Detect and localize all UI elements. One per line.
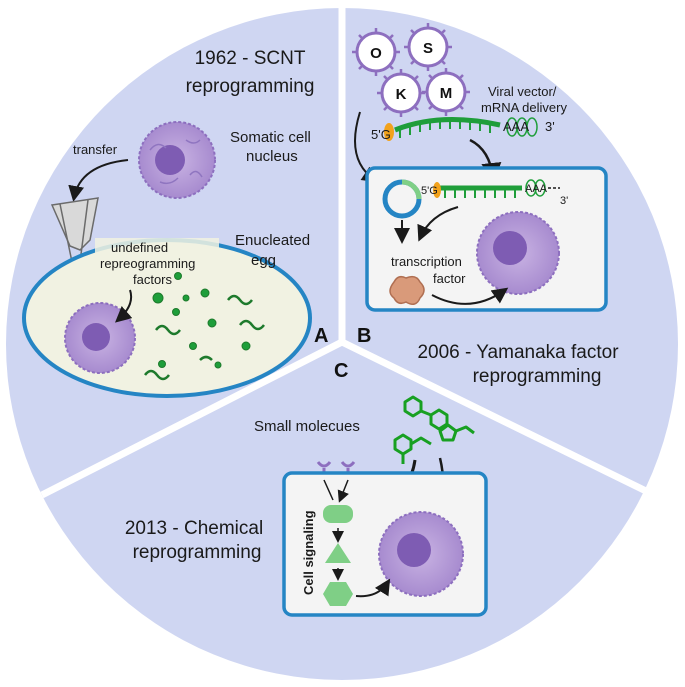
transfer-label: transfer <box>73 142 118 157</box>
factor-o-virus <box>352 28 400 76</box>
divider-right <box>340 338 650 496</box>
three-prime-label: 3' <box>545 119 555 134</box>
small-molecules-icon <box>393 395 475 464</box>
tf-label-line1: transcription <box>391 254 462 269</box>
undefined-factors-backdrop <box>95 238 219 290</box>
section-c: C Small molecues Cell signaling <box>125 360 488 617</box>
factor-s-virus <box>404 23 452 71</box>
viral-label-line2: mRNA delivery <box>481 100 567 115</box>
signal-triangle <box>325 543 351 563</box>
somatic-cell-nucleus <box>138 121 216 199</box>
inner-mrna-strand <box>433 179 560 198</box>
tf-label-line2: factor <box>433 271 466 286</box>
reprogramming-factors <box>144 272 265 381</box>
viral-label-line1: Viral vector/ <box>488 84 557 99</box>
signal-to-nucleus-arrow <box>355 578 391 598</box>
cell-signaling-label: Cell signaling <box>301 510 316 595</box>
enucleated-label-line2: egg <box>251 252 276 269</box>
divider-left <box>40 338 344 499</box>
factors-arrow <box>115 289 133 323</box>
section-c-letter: C <box>334 360 348 382</box>
signal-rounded-rect <box>323 505 353 523</box>
inner-poly-a-label: AAA <box>525 183 548 195</box>
pipette-icon <box>50 197 99 263</box>
undefined-label-line3: factors <box>133 272 173 287</box>
tf-to-nucleus-arrow <box>431 287 509 305</box>
section-a-letter: A <box>314 325 328 347</box>
section-c-title-line2: reprogramming <box>133 542 262 563</box>
inner-three-prime-label: 3' <box>560 195 568 207</box>
poly-a-label: AAA <box>503 119 529 134</box>
section-b-nucleus <box>476 211 560 295</box>
somatic-label-line2: nucleus <box>246 148 298 165</box>
signal-hexagon <box>323 582 353 606</box>
section-b-letter: B <box>357 325 371 347</box>
inner-mrna-arrow <box>417 206 459 242</box>
section-a-title-line2: reprogramming <box>186 76 315 97</box>
factor-s-label: S <box>423 40 433 57</box>
five-prime-label: 5'G <box>371 127 391 142</box>
enucleated-label-line1: Enucleated <box>235 232 310 249</box>
section-b: O S K M Viral vector/ mRNA delivery 5'G … <box>352 23 619 387</box>
factor-m-virus <box>422 68 470 116</box>
section-c-nucleus <box>378 511 464 597</box>
small-molecules-label: Small molecues <box>254 418 360 435</box>
factor-o-label: O <box>370 45 382 62</box>
receptor-arrows <box>323 479 348 500</box>
somatic-label-line1: Somatic cell <box>230 129 311 146</box>
section-b-title-line2: reprogramming <box>473 366 602 387</box>
watermark: 知乎 @时光派Hebe <box>504 653 629 670</box>
undefined-label-line1: undefined <box>111 240 168 255</box>
factor-k-label: K <box>396 86 407 103</box>
inner-five-prime-label: 5'G <box>421 185 438 197</box>
section-b-title-line1: 2006 - Yamanaka factor <box>417 342 619 363</box>
factor-m-label: M <box>440 85 453 102</box>
transfer-arrow <box>68 159 129 202</box>
mrna-strand <box>384 117 538 141</box>
undefined-label-line2: repreogramming <box>100 256 195 271</box>
plasmid-icon <box>382 179 422 219</box>
transcription-factor-protein <box>389 275 425 305</box>
section-a: 1962 - SCNT reprogramming Somatic cell n… <box>22 48 328 398</box>
section-c-title-line1: 2013 - Chemical <box>125 518 263 539</box>
section-a-title-line1: 1962 - SCNT <box>195 48 306 69</box>
